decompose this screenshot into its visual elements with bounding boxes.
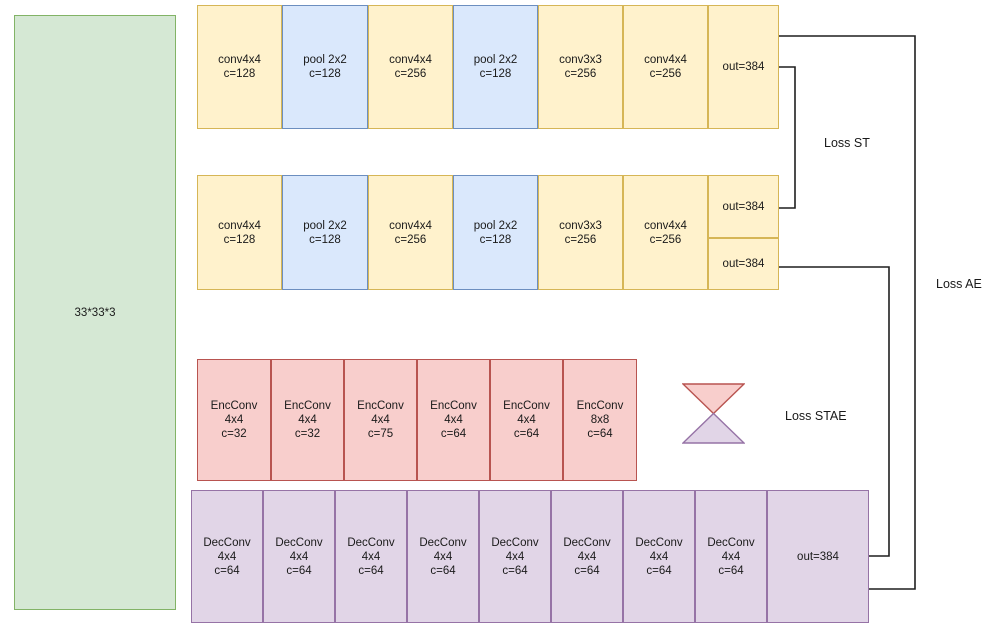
- student-cell-conv4x4-128: conv4x4 c=128: [197, 175, 282, 290]
- cell-label: conv3x3 c=256: [559, 54, 602, 80]
- cell-label: DecConv 4x4 c=64: [491, 536, 539, 577]
- cell-label: EncConv 4x4 c=64: [503, 400, 550, 440]
- cell-label: pool 2x2 c=128: [303, 219, 347, 246]
- decoder-cell-7: DecConv 4x4 c=64: [623, 490, 695, 623]
- teacher-cell-conv3x3-256: conv3x3 c=256: [538, 5, 623, 129]
- student-cell-out384-top: out=384: [708, 175, 779, 238]
- student-cell-conv4x4-256: conv4x4 c=256: [368, 175, 453, 290]
- loss-ae-label: Loss AE: [936, 277, 982, 291]
- teacher-cell-pool2x2-128: pool 2x2 c=128: [282, 5, 368, 129]
- cell-label: out=384: [722, 258, 765, 270]
- cell-label: EncConv 8x8 c=64: [576, 400, 624, 440]
- decoder-cell-2: DecConv 4x4 c=64: [263, 490, 335, 623]
- cell-label: pool 2x2 c=128: [473, 54, 518, 80]
- cell-label: DecConv 4x4 c=64: [347, 536, 395, 577]
- encoder-cell-6: EncConv 8x8 c=64: [563, 359, 637, 481]
- hourglass-bottleneck: [681, 383, 746, 444]
- encoder-cell-4: EncConv 4x4 c=64: [417, 359, 490, 481]
- cell-label: conv4x4 c=256: [389, 219, 432, 246]
- encoder-cell-5: EncConv 4x4 c=64: [490, 359, 563, 481]
- encoder-cell-3: EncConv 4x4 c=75: [344, 359, 417, 481]
- input-block: 33*33*3: [14, 15, 176, 610]
- cell-label: DecConv 4x4 c=64: [275, 536, 323, 577]
- cell-label: DecConv 4x4 c=64: [419, 536, 467, 577]
- cell-label: conv4x4 c=256: [644, 219, 687, 246]
- teacher-cell-conv4x4-128: conv4x4 c=128: [197, 5, 282, 129]
- cell-label: EncConv 4x4 c=75: [357, 400, 404, 440]
- teacher-cell-conv4x4-256: conv4x4 c=256: [368, 5, 453, 129]
- cell-label: DecConv 4x4 c=64: [635, 536, 683, 577]
- loss-st-label: Loss ST: [824, 136, 870, 150]
- student-cell-out384-bottom: out=384: [708, 238, 779, 290]
- encoder-cell-2: EncConv 4x4 c=32: [271, 359, 344, 481]
- decoder-cell-6: DecConv 4x4 c=64: [551, 490, 623, 623]
- decoder-cell-5: DecConv 4x4 c=64: [479, 490, 551, 623]
- student-cell-conv3x3-256: conv3x3 c=256: [538, 175, 623, 290]
- student-cell-pool2x2-128: pool 2x2 c=128: [282, 175, 368, 290]
- decoder-cell-out384: out=384: [767, 490, 869, 623]
- decoder-cell-8: DecConv 4x4 c=64: [695, 490, 767, 623]
- input-label: 33*33*3: [74, 306, 116, 319]
- cell-label: conv4x4 c=128: [218, 54, 261, 80]
- cell-label: EncConv 4x4 c=64: [430, 400, 477, 440]
- cell-label: EncConv 4x4 c=32: [284, 400, 331, 440]
- teacher-cell-conv4x4-256-b: conv4x4 c=256: [623, 5, 708, 129]
- hourglass-top-triangle-icon: [681, 383, 746, 415]
- cell-label: pool 2x2 c=128: [303, 54, 347, 80]
- encoder-cell-1: EncConv 4x4 c=32: [197, 359, 271, 481]
- loss-stae-label: Loss STAE: [785, 409, 847, 423]
- cell-label: pool 2x2 c=128: [473, 219, 518, 246]
- cell-label: out=384: [722, 61, 765, 73]
- cell-label: conv4x4 c=256: [644, 54, 687, 80]
- cell-label: DecConv 4x4 c=64: [563, 536, 611, 577]
- teacher-cell-pool2x2-128-b: pool 2x2 c=128: [453, 5, 538, 129]
- hourglass-bottom-triangle-icon: [681, 412, 746, 444]
- cell-label: DecConv 4x4 c=64: [203, 536, 251, 577]
- student-cell-conv4x4-256-b: conv4x4 c=256: [623, 175, 708, 290]
- cell-label: EncConv 4x4 c=32: [210, 400, 258, 440]
- wire-loss-st: [779, 66, 796, 209]
- decoder-cell-4: DecConv 4x4 c=64: [407, 490, 479, 623]
- cell-label: out=384: [797, 550, 839, 563]
- student-cell-pool2x2-128-b: pool 2x2 c=128: [453, 175, 538, 290]
- decoder-cell-1: DecConv 4x4 c=64: [191, 490, 263, 623]
- teacher-cell-out384: out=384: [708, 5, 779, 129]
- cell-label: DecConv 4x4 c=64: [707, 536, 755, 577]
- cell-label: conv4x4 c=256: [389, 54, 432, 80]
- cell-label: conv3x3 c=256: [559, 219, 602, 246]
- decoder-cell-3: DecConv 4x4 c=64: [335, 490, 407, 623]
- cell-label: conv4x4 c=128: [218, 219, 261, 246]
- cell-label: out=384: [722, 200, 765, 213]
